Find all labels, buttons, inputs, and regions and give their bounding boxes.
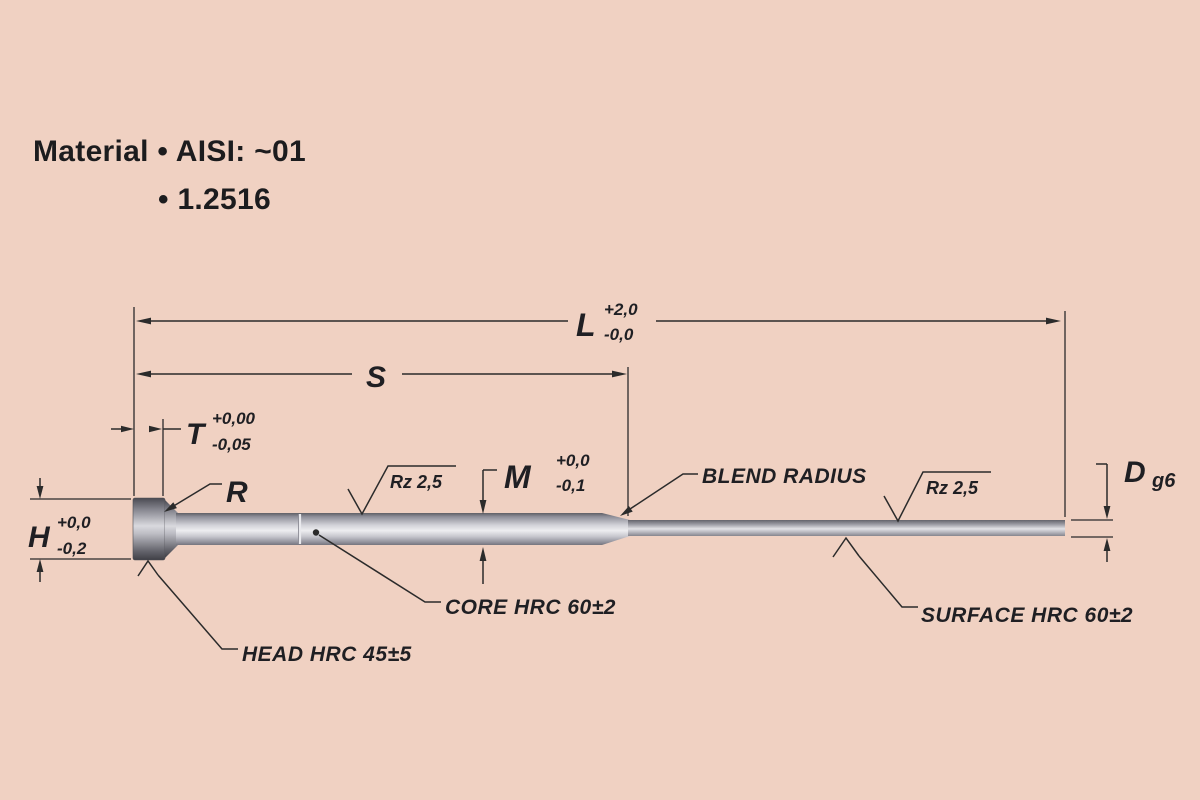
surface-finish-mark-left: Rz 2,5 [347,465,456,516]
dimension-S: S [136,361,627,394]
pin-head [132,497,166,561]
blend-radius-label: BLEND RADIUS [702,465,867,488]
roughness-check-icon [347,465,456,516]
leader-core [318,534,441,603]
pin-working-end [628,520,1065,536]
roughness-value-right: Rz 2,5 [926,478,979,498]
surface-hardness-label: SURFACE HRC 60±2 [921,604,1133,627]
surface-finish-mark-right: Rz 2,5 [883,471,991,523]
tol-M-plus: +0,0 [556,451,590,470]
material-line-2: • 1.2516 [158,183,271,216]
dim-fit-D: g6 [1151,470,1176,492]
tol-M-minus: -0,1 [556,476,585,495]
dim-letter-S: S [366,361,386,394]
pin-blend-taper [602,513,630,545]
dim-letter-T: T [186,418,207,451]
dim-letter-R: R [226,476,248,509]
callout-core-hardness: CORE HRC 60±2 [312,529,616,619]
arrow-S-left [136,370,151,378]
tol-H-plus: +0,0 [57,513,91,532]
pin-shoulder-shaft [176,513,602,545]
dimension-H: H +0,0 -0,2 [28,478,91,582]
arrow-S-right [612,370,627,378]
dim-letter-H: H [28,521,51,554]
extension-lines [30,307,1113,560]
arrow-H-top [36,486,44,499]
arrow-L-right [1046,317,1061,325]
core-leader-dot [312,529,320,536]
chevron-arrow-surface [832,536,860,558]
arrow-D-top [1103,506,1111,519]
arrow-T-left [121,425,134,433]
arrow-R [164,502,177,512]
tol-T-minus: -0,05 [212,435,251,454]
material-line-1: Material • AISI: ~01 [33,135,306,168]
core-hardness-label: CORE HRC 60±2 [445,596,616,619]
ejector-pin-body [132,497,1065,561]
dimension-L: L +2,0 -0,0 [136,300,1061,344]
dimension-D: D g6 [1096,456,1176,562]
dimension-T: T +0,00 -0,05 [111,409,256,454]
arrow-H-bottom [36,559,44,572]
roughness-check-icon [883,471,991,523]
dim-letter-M: M [504,459,532,495]
tol-L-plus: +2,0 [604,300,638,319]
dim-letter-D: D [1124,456,1146,489]
leader-R [171,483,222,508]
arrow-D-bottom [1103,538,1111,551]
tol-H-minus: -0,2 [57,539,87,558]
callout-blend-radius: BLEND RADIUS [620,465,867,516]
material-title-block: Material • AISI: ~01 • 1.2516 [33,128,306,224]
arrow-L-left [136,317,151,325]
tol-T-plus: +0,00 [212,409,256,428]
callout-surface-hardness: SURFACE HRC 60±2 [832,536,1133,627]
arrow-T-right [149,425,162,433]
leader-head [157,574,238,650]
pin-head-neck [165,500,178,558]
tol-L-minus: -0,0 [604,325,634,344]
callout-head-hardness: HEAD HRC 45±5 [137,559,412,666]
leader-surface [858,555,918,608]
arrow-M-top [479,500,487,514]
arrow-M-bottom [479,547,487,561]
dim-letter-L: L [576,307,596,343]
roughness-value-left: Rz 2,5 [390,472,443,492]
chevron-arrow-head [137,559,159,577]
dimension-M: M +0,0 -0,1 [479,451,590,584]
head-hardness-label: HEAD HRC 45±5 [242,643,412,666]
arrow-blend-radius [620,506,633,516]
callout-R: R [164,476,248,512]
leader-blend-radius [626,473,698,512]
